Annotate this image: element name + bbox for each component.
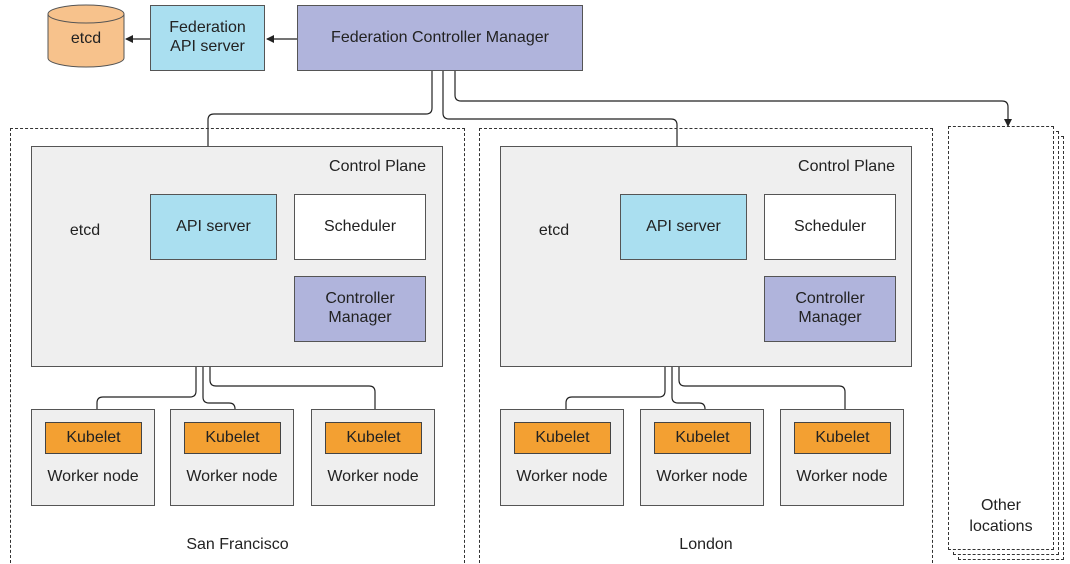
sf-worker-node-3: Kubelet Worker node: [311, 409, 435, 506]
other-locations-box: [948, 126, 1054, 550]
federation-etcd-cylinder: [47, 4, 125, 68]
kubelet: Kubelet: [45, 422, 142, 454]
other-locations-label: Other locations: [969, 497, 1033, 535]
london-scheduler-label: Scheduler: [793, 217, 867, 235]
sf-worker2-to-api-arrow: [199, 261, 236, 422]
sf-scheduler-label: Scheduler: [323, 217, 397, 235]
federation-controller-manager: Federation Controller Manager: [297, 5, 583, 71]
london-controller-manager-label: Controller Manager: [795, 290, 865, 326]
worker-node-label: Worker node: [186, 468, 278, 485]
sf-worker3-to-api-arrow: [206, 261, 376, 422]
sf-scheduler: Scheduler: [294, 194, 426, 260]
sf-worker-node-1: Kubelet Worker node: [31, 409, 155, 506]
kubelet: Kubelet: [654, 422, 751, 454]
sf-controller-manager: Controller Manager: [294, 276, 426, 342]
sf-api-server-label: API server: [176, 217, 251, 235]
federation-etcd-label: etcd: [70, 30, 102, 47]
worker-node-label: Worker node: [656, 468, 748, 485]
london-api-server: API server: [620, 194, 747, 260]
london-worker-node-3: Kubelet Worker node: [780, 409, 904, 506]
worker-node-label: Worker node: [796, 468, 888, 485]
fcm-to-london-api-arrow: [442, 71, 681, 194]
fcm-to-other-arrow: [454, 71, 1012, 127]
sf-etcd-label: etcd: [69, 222, 101, 239]
sf-control-plane-label: Control Plane: [329, 158, 426, 175]
kubelet: Kubelet: [184, 422, 281, 454]
worker-node-label: Worker node: [327, 468, 419, 485]
site-london: [479, 128, 933, 564]
kubelet: Kubelet: [514, 422, 611, 454]
fcm-to-sf-api-arrow: [204, 71, 433, 194]
site-label-london: London: [679, 536, 733, 553]
federation-api-server-label: Federation API server: [169, 19, 246, 55]
london-worker-node-1: Kubelet Worker node: [500, 409, 624, 506]
worker-node-label: Worker node: [47, 468, 139, 485]
kubelet: Kubelet: [794, 422, 891, 454]
london-api-server-label: API server: [646, 217, 721, 235]
federation-controller-manager-label: Federation Controller Manager: [331, 28, 549, 46]
sf-api-server: API server: [150, 194, 277, 260]
sf-worker-node-2: Kubelet Worker node: [170, 409, 294, 506]
london-worker-node-2: Kubelet Worker node: [640, 409, 764, 506]
london-controller-manager: Controller Manager: [764, 276, 896, 342]
federation-api-server: Federation API server: [150, 5, 265, 71]
site-label-san-francisco: San Francisco: [186, 536, 289, 553]
london-worker1-to-api-arrow: [565, 261, 669, 422]
sf-worker1-to-api-arrow: [96, 261, 200, 422]
worker-node-label: Worker node: [516, 468, 608, 485]
london-worker2-to-api-arrow: [668, 261, 706, 422]
site-san-francisco: [10, 128, 465, 564]
london-scheduler: Scheduler: [764, 194, 896, 260]
kubelet: Kubelet: [325, 422, 422, 454]
london-etcd-label: etcd: [538, 222, 570, 239]
london-worker3-to-api-arrow: [675, 261, 846, 422]
sf-controller-manager-label: Controller Manager: [325, 290, 395, 326]
london-control-plane-label: Control Plane: [798, 158, 895, 175]
